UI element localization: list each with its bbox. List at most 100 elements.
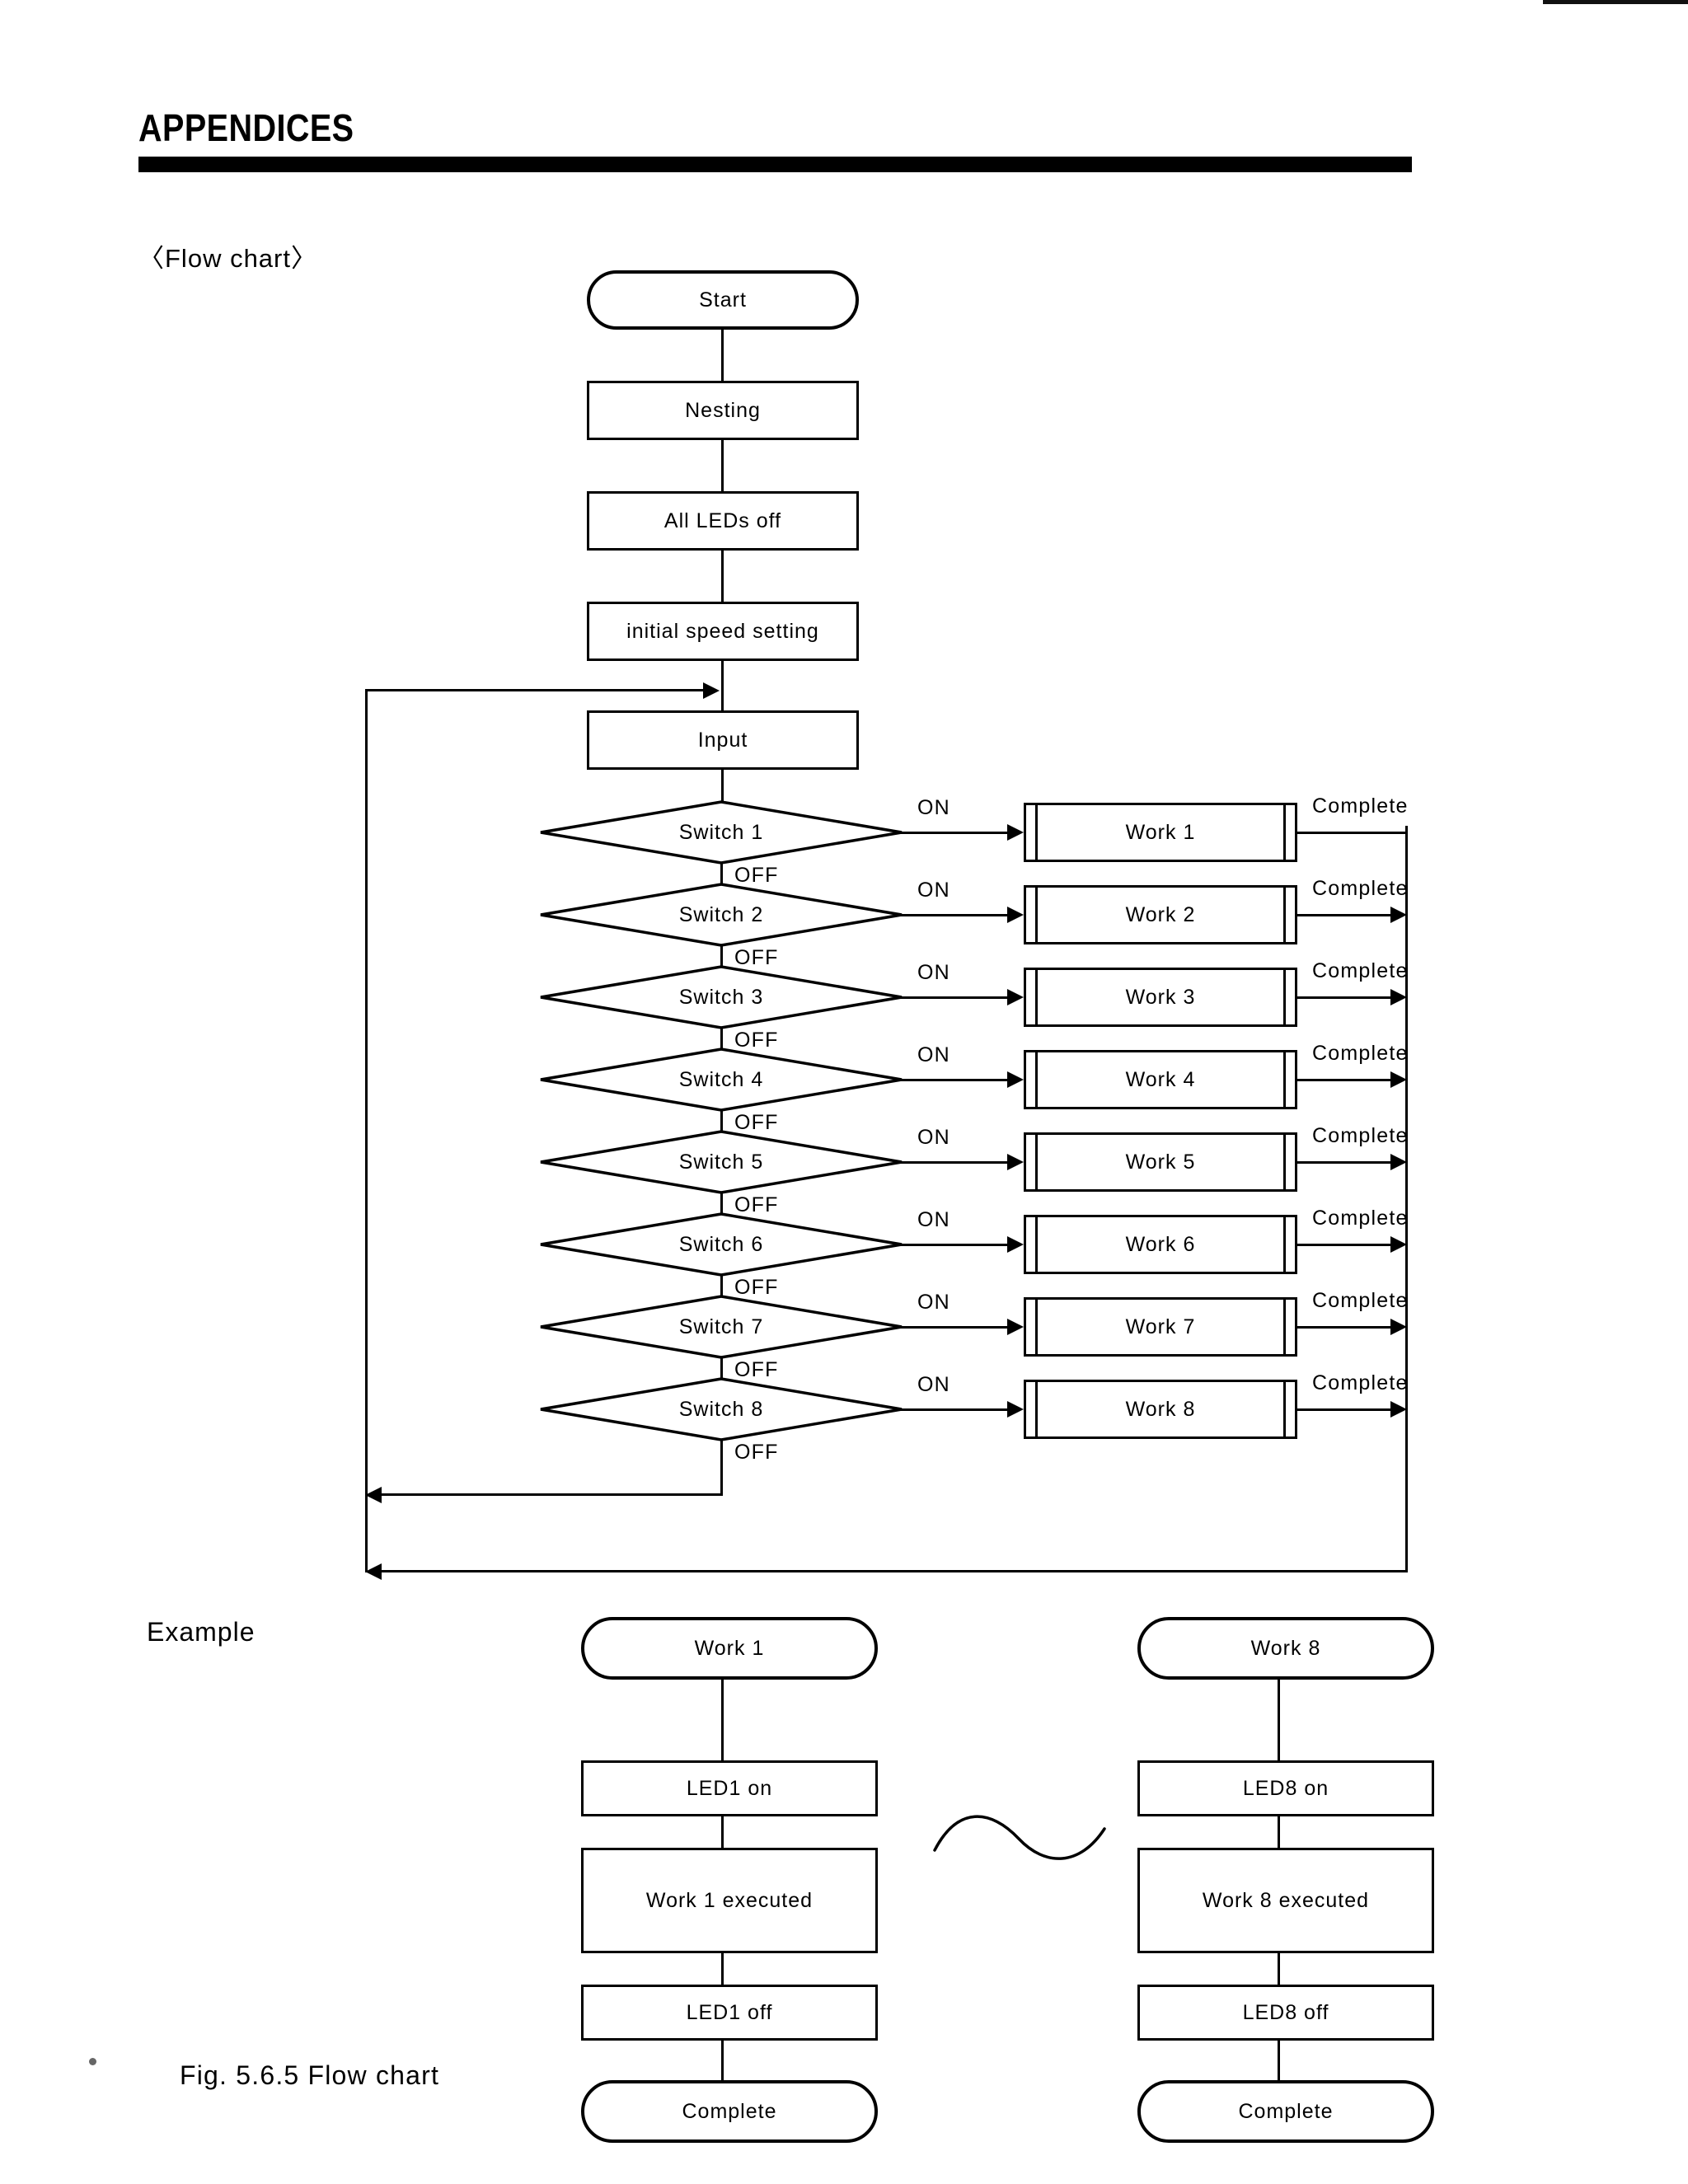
- complete-label-1: Complete: [1312, 794, 1409, 818]
- branch-on-label-3: ON: [917, 961, 950, 984]
- figure-caption: Fig. 5.6.5 Flow chart: [180, 2060, 440, 2090]
- complete-line-5: [1296, 1161, 1394, 1164]
- complete-label-4: Complete: [1312, 1042, 1409, 1065]
- branch-on-arrowhead-1: [1007, 824, 1024, 841]
- example-node-led1-on: LED1 on: [581, 1760, 878, 1816]
- section-label-flow-chart: 〈Flow chart〉: [138, 244, 317, 273]
- branch-off-label-4: OFF: [734, 1111, 779, 1134]
- example-node-led1-off-label: LED1 off: [686, 2000, 773, 2024]
- connector-leds-to-speed: [721, 551, 724, 602]
- complete-arrowhead-7: [1390, 1319, 1407, 1335]
- connector-nesting-to-leds: [721, 440, 724, 491]
- loop-return-left-bus: [365, 689, 368, 1572]
- loop-return-switch8-arrowhead: [365, 1487, 382, 1503]
- decision-switch-7-label: Switch 7: [678, 1315, 764, 1338]
- decision-switch-5: Switch 5: [540, 1130, 903, 1194]
- decision-switch-8-label: Switch 8: [678, 1397, 764, 1421]
- node-work-8: Work 8: [1024, 1380, 1297, 1439]
- branch-on-line-7: [899, 1326, 1009, 1329]
- branch-on-arrowhead-5: [1007, 1154, 1024, 1170]
- decision-switch-2: Switch 2: [540, 883, 903, 947]
- node-work-3: Work 3: [1024, 968, 1297, 1027]
- loop-return-arrowhead-into-input: [703, 682, 720, 699]
- branch-off-label-2: OFF: [734, 946, 779, 969]
- complete-line-1: [1296, 832, 1408, 834]
- branch-on-label-5: ON: [917, 1126, 950, 1149]
- node-work-7: Work 7: [1024, 1297, 1297, 1357]
- page-title: APPENDICES: [138, 106, 354, 149]
- decision-switch-3-label: Switch 3: [678, 985, 764, 1009]
- decision-switch-4-label: Switch 4: [678, 1067, 764, 1091]
- node-input-label: Input: [697, 728, 748, 752]
- node-work-4-label: Work 4: [1125, 1067, 1196, 1091]
- branch-on-line-6: [899, 1244, 1009, 1246]
- connector-input-to-switch1: [721, 770, 724, 801]
- node-work-2: Work 2: [1024, 885, 1297, 944]
- example-node-work8-executed: Work 8 executed: [1137, 1848, 1434, 1953]
- node-nesting: Nesting: [587, 381, 859, 440]
- example-node-work1-executed: Work 1 executed: [581, 1848, 878, 1953]
- complete-arrowhead-2: [1390, 907, 1407, 923]
- branch-off-label-5: OFF: [734, 1193, 779, 1216]
- complete-arrowhead-4: [1390, 1071, 1407, 1088]
- decision-switch-3: Switch 3: [540, 965, 903, 1029]
- example-node-led1-off: LED1 off: [581, 1985, 878, 2041]
- node-start: Start: [587, 270, 859, 330]
- scan-artifact-top-edge: [1543, 0, 1688, 4]
- branch-off-label-7: OFF: [734, 1358, 779, 1381]
- branch-on-arrowhead-7: [1007, 1319, 1024, 1335]
- example-node-work1-executed-label: Work 1 executed: [645, 1888, 814, 1912]
- loop-return-top-horizontal: [365, 689, 705, 691]
- scan-artifact-speck: [89, 2058, 96, 2065]
- complete-line-3: [1296, 996, 1394, 999]
- connector-start-to-nesting: [721, 330, 724, 381]
- branch-off-line-4: [720, 1109, 723, 1132]
- branch-off-line-5: [720, 1192, 723, 1215]
- example-connector-l3: [721, 1953, 724, 1985]
- complete-label-2: Complete: [1312, 877, 1409, 900]
- branch-off-label-6: OFF: [734, 1276, 779, 1299]
- decision-switch-1-label: Switch 1: [678, 820, 764, 844]
- decision-switch-7: Switch 7: [540, 1295, 903, 1359]
- example-connector-r4: [1278, 2041, 1280, 2080]
- branch-on-arrowhead-4: [1007, 1071, 1024, 1088]
- branch-on-arrowhead-8: [1007, 1401, 1024, 1418]
- complete-line-2: [1296, 914, 1394, 916]
- node-work-6-label: Work 6: [1125, 1232, 1196, 1256]
- example-connector-r1: [1278, 1680, 1280, 1760]
- node-work-5: Work 5: [1024, 1132, 1297, 1192]
- branch-on-line-5: [899, 1161, 1009, 1164]
- example-node-complete-right: Complete: [1137, 2080, 1434, 2143]
- complete-label-8: Complete: [1312, 1371, 1409, 1394]
- complete-line-8: [1296, 1408, 1394, 1411]
- example-connector-r2: [1278, 1816, 1280, 1848]
- branch-on-line-3: [899, 996, 1009, 999]
- example-node-led8-off: LED8 off: [1137, 1985, 1434, 2041]
- branch-on-label-2: ON: [917, 879, 950, 902]
- branch-on-label-4: ON: [917, 1043, 950, 1066]
- branch-off-line-7: [720, 1357, 723, 1380]
- node-work-7-label: Work 7: [1125, 1315, 1196, 1338]
- branch-on-arrowhead-3: [1007, 989, 1024, 1005]
- node-initial-speed-setting-label: initial speed setting: [626, 619, 819, 643]
- example-connector-l4: [721, 2041, 724, 2080]
- branch-on-label-7: ON: [917, 1291, 950, 1314]
- complete-arrowhead-3: [1390, 989, 1407, 1005]
- node-start-label: Start: [699, 288, 747, 312]
- example-node-led1-on-label: LED1 on: [686, 1776, 773, 1800]
- branch-on-line-4: [899, 1079, 1009, 1081]
- complete-arrowhead-8: [1390, 1401, 1407, 1418]
- node-work-6: Work 6: [1024, 1215, 1297, 1274]
- decision-switch-1: Switch 1: [540, 800, 903, 865]
- branch-off-line-2: [720, 944, 723, 968]
- node-initial-speed-setting: initial speed setting: [587, 602, 859, 661]
- example-section-label: Example: [147, 1617, 256, 1647]
- example-node-work8-title: Work 8: [1137, 1617, 1434, 1680]
- complete-arrowhead-6: [1390, 1236, 1407, 1253]
- decision-switch-6: Switch 6: [540, 1212, 903, 1277]
- branch-off-line-3: [720, 1027, 723, 1050]
- loop-return-switch8-horizontal: [375, 1493, 723, 1496]
- example-node-work1-title: Work 1: [581, 1617, 878, 1680]
- complete-line-4: [1296, 1079, 1394, 1081]
